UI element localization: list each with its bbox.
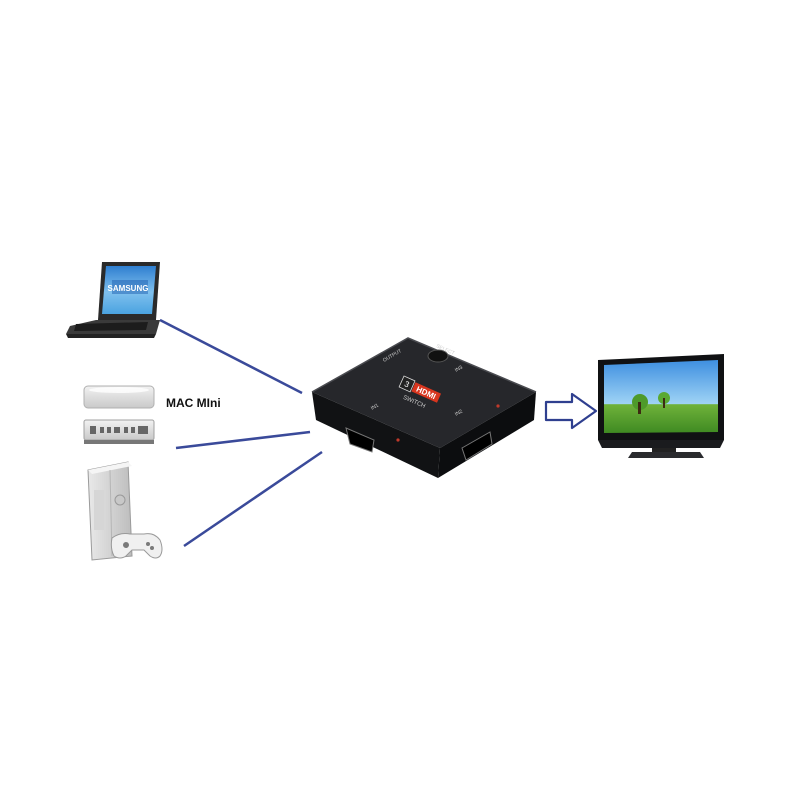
connector-line-mac [175,430,311,450]
connector-line-xbox [183,450,323,548]
tv-icon [598,354,724,458]
laptop-brand-text: SAMSUNG [108,284,149,293]
port-label-in1: IN1 [370,403,380,412]
game-controller-icon [110,533,163,559]
badge-number: 3 [403,379,411,389]
select-button [427,349,449,363]
led-indicator [396,438,400,442]
hdmi-port-right [461,431,493,461]
mac-mini-label: MAC MIni [166,396,221,410]
connector-line-laptop [159,318,303,395]
arrow-right-icon [544,392,598,430]
port-label-in3: IN3 [454,365,464,374]
port-label-in2: IN2 [454,409,464,418]
hdmi-switch-icon: SELECT OUTPUT 3 HDMI SWITCH IN1 IN2 IN3 [311,337,537,478]
led-indicator [496,404,500,408]
mac-mini-icon [83,385,155,444]
hdmi-port-left [345,427,375,453]
laptop-icon: SAMSUNG [66,262,160,338]
